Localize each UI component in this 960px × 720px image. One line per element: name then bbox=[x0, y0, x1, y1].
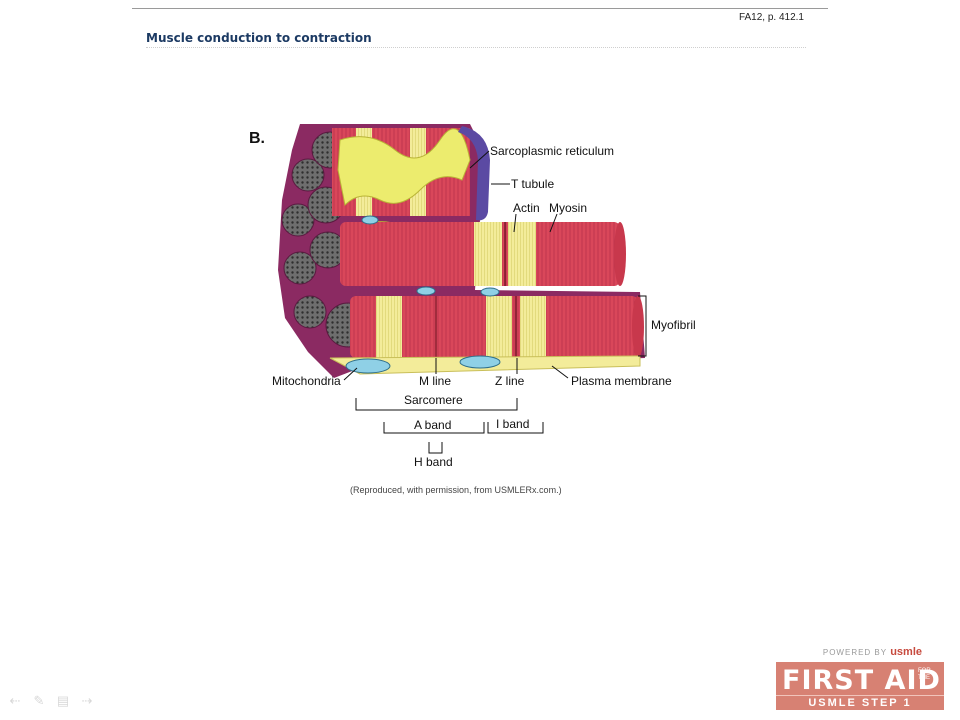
page-reference: FA12, p. 412.1 bbox=[738, 12, 804, 23]
logo-main-text: FIRST AID bbox=[782, 665, 941, 696]
label-plasma-membrane: Plasma membrane bbox=[571, 374, 672, 388]
label-i-band: I band bbox=[496, 417, 529, 431]
lower-myofibril bbox=[350, 296, 644, 358]
first-aid-logo: POWERED BY usmle FIRST AID FOR THE USMLE… bbox=[776, 646, 944, 710]
mitochondria-shapes bbox=[345, 215, 501, 374]
label-t-tubule: T tubule bbox=[511, 177, 554, 191]
logo-subtitle: USMLE STEP 1 bbox=[776, 695, 944, 709]
leader-lines bbox=[343, 150, 647, 381]
label-myosin: Myosin bbox=[549, 201, 587, 215]
label-mitochondria: Mitochondria bbox=[272, 374, 341, 388]
figure-credit: (Reproduced, with permission, from USMLE… bbox=[350, 485, 562, 495]
arrow-right-icon[interactable]: ⇢ bbox=[81, 693, 93, 708]
label-h-band: H band bbox=[414, 455, 453, 469]
label-m-line: M line bbox=[419, 374, 451, 388]
title-divider bbox=[146, 47, 806, 48]
logo-box: FIRST AID FOR THE USMLE STEP 1 bbox=[776, 662, 944, 710]
slide-navigation: ⇠ ✎ ▤ ⇢ bbox=[8, 694, 94, 708]
arrow-left-icon[interactable]: ⇠ bbox=[9, 693, 21, 708]
label-actin: Actin bbox=[513, 201, 540, 215]
t-tubule-shape bbox=[458, 126, 490, 221]
label-myofibril: Myofibril bbox=[651, 318, 696, 332]
label-sarcoplasmic-reticulum: Sarcoplasmic reticulum bbox=[490, 144, 614, 158]
logo-for-the: FOR THE bbox=[918, 668, 931, 681]
label-a-band: A band bbox=[414, 418, 451, 432]
menu-icon[interactable]: ▤ bbox=[56, 693, 70, 708]
pen-icon[interactable]: ✎ bbox=[33, 693, 45, 708]
label-z-line: Z line bbox=[495, 374, 525, 388]
middle-myofibril bbox=[340, 222, 626, 286]
powered-by-text: POWERED BY usmle bbox=[822, 646, 922, 658]
top-rule bbox=[132, 8, 828, 9]
band-brackets bbox=[355, 398, 544, 454]
panel-letter: B. bbox=[249, 130, 265, 147]
label-sarcomere: Sarcomere bbox=[404, 393, 463, 407]
slide-title: Muscle conduction to contraction bbox=[146, 31, 372, 45]
